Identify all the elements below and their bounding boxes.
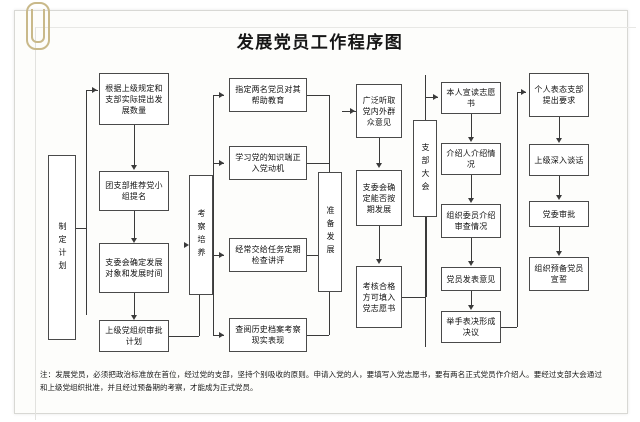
stage-box-cultivate: 考察培养 <box>189 175 213 295</box>
connector-plan-1-2 <box>134 125 135 168</box>
collector-prep-1 <box>342 111 356 112</box>
plan-step-2: 团支部推荐党小组提名 <box>99 171 169 211</box>
paperclip-inner-loop <box>31 9 45 43</box>
arrow-plan-2-3 <box>131 238 137 243</box>
connector-appr-1-2 <box>559 117 560 141</box>
cultivate-step-4: 查阅历史档案考察现实表现 <box>229 318 307 352</box>
approval-step-2: 上级深入谈话 <box>529 144 589 176</box>
plan-step-1: 根据上级规定和支部实际提出发展数量 <box>99 73 169 125</box>
cultivate-step-1: 指定两名党员对其帮助教育 <box>229 78 307 112</box>
connector-plan-4-right <box>169 336 199 337</box>
connector-to-meet-1 <box>425 97 438 98</box>
connector-to-cult-4 <box>213 335 224 336</box>
connector-prep-1-2 <box>379 138 380 166</box>
footnote: 注：发展党员，必须把政治标准放在首位，经过党的支部，坚持个别吸收的原则。申请入党… <box>40 370 602 392</box>
arrow-prep-2-3 <box>376 259 382 264</box>
arrow-meet-4-5 <box>468 305 474 310</box>
approval-step-4: 组织预备党员宣誓 <box>529 257 589 291</box>
paperclip-outer-loop <box>26 2 50 50</box>
connector-meet-5-right <box>501 327 517 328</box>
connector-prep-2-3 <box>379 226 380 262</box>
arrow-to-cult-1 <box>219 92 224 98</box>
connector-meet-4-5 <box>471 291 472 308</box>
arrow-to-plan-1 <box>92 87 97 93</box>
cultivate-step-3: 经常交给任务定期检查讲评 <box>229 238 307 272</box>
arrow-meet-3-4 <box>468 261 474 266</box>
connector-to-cult-3 <box>213 255 224 256</box>
approval-step-3: 党委审批 <box>529 201 589 227</box>
arrow-to-approval-1 <box>521 89 526 95</box>
arrow-to-cultivate <box>184 242 189 248</box>
connector-meeting-bottom <box>425 217 426 347</box>
collector-cult-1 <box>307 95 329 96</box>
stage-box-branch-meeting: 支部大会 <box>413 120 437 217</box>
connector-meet-to-approval <box>517 92 518 327</box>
arrow-to-meet-1 <box>433 94 438 100</box>
plan-step-4: 上级党组织审批计划 <box>99 320 169 352</box>
page-title: 发展党员工作程序图 <box>236 33 404 53</box>
arrow-to-cult-3 <box>219 252 224 258</box>
connector-plan-3-4 <box>134 293 135 318</box>
connector-appr-3-4 <box>559 227 560 254</box>
stage-box-plan: 制定计划 <box>48 155 76 340</box>
connector-meet-3-4 <box>471 238 472 264</box>
paper-inner-rule <box>35 27 636 420</box>
connector-cultivate-spine <box>213 95 214 335</box>
cultivate-step-2: 学习党的知识端正入党动机 <box>229 146 307 180</box>
connector-meet-2-3 <box>471 175 472 201</box>
connector-to-cult-2 <box>213 163 224 164</box>
prepare-step-2: 支委会确定能否按期发展 <box>356 170 402 226</box>
arrow-appr-3-4 <box>556 251 562 256</box>
prepare-step-3: 考核合格方可填入党志愿书 <box>356 266 402 328</box>
collector-prep-3 <box>402 297 426 298</box>
arrow-to-cult-4 <box>219 332 224 338</box>
collector-cult-4 <box>307 335 329 336</box>
arrow-meet-1-2 <box>468 137 474 142</box>
approval-step-1: 个人表态支部提出要求 <box>529 73 589 117</box>
connector-plan-spine <box>86 90 87 315</box>
arrow-meet-2-3 <box>468 198 474 203</box>
arrow-prep-1-2 <box>376 163 382 168</box>
meeting-step-3: 组织委员介绍审查情况 <box>441 204 501 238</box>
arrow-plan-3-4 <box>131 315 137 320</box>
paperclip-icon <box>26 2 50 50</box>
prepare-step-1: 广泛听取党内外群众意见 <box>356 84 402 138</box>
connector-appr-2-3 <box>559 176 560 198</box>
arrow-prep-1 <box>350 108 355 114</box>
stage-box-prepare: 准备发展 <box>318 172 342 292</box>
arrow-to-cult-2 <box>219 160 224 166</box>
connector-prep-to-meeting <box>426 170 427 297</box>
meeting-step-2: 介绍人介绍情况 <box>441 143 501 175</box>
collector-cult-2 <box>307 163 329 164</box>
arrow-appr-2-3 <box>556 195 562 200</box>
arrow-plan-1-2 <box>131 165 137 170</box>
meeting-step-5: 举手表决形成决议 <box>441 311 501 343</box>
meeting-step-4: 党员发表意见 <box>441 267 501 291</box>
connector-meet-1-2 <box>471 114 472 140</box>
connector-plan-2-3 <box>134 211 135 241</box>
arrow-appr-1-2 <box>556 138 562 143</box>
meeting-step-1: 本人宣读志愿书 <box>441 82 501 114</box>
connector-plan-to-spine-top <box>76 228 86 229</box>
connector-to-cult-1 <box>213 95 224 96</box>
plan-step-3: 支委会确定发展对象和发展时间 <box>99 243 169 293</box>
